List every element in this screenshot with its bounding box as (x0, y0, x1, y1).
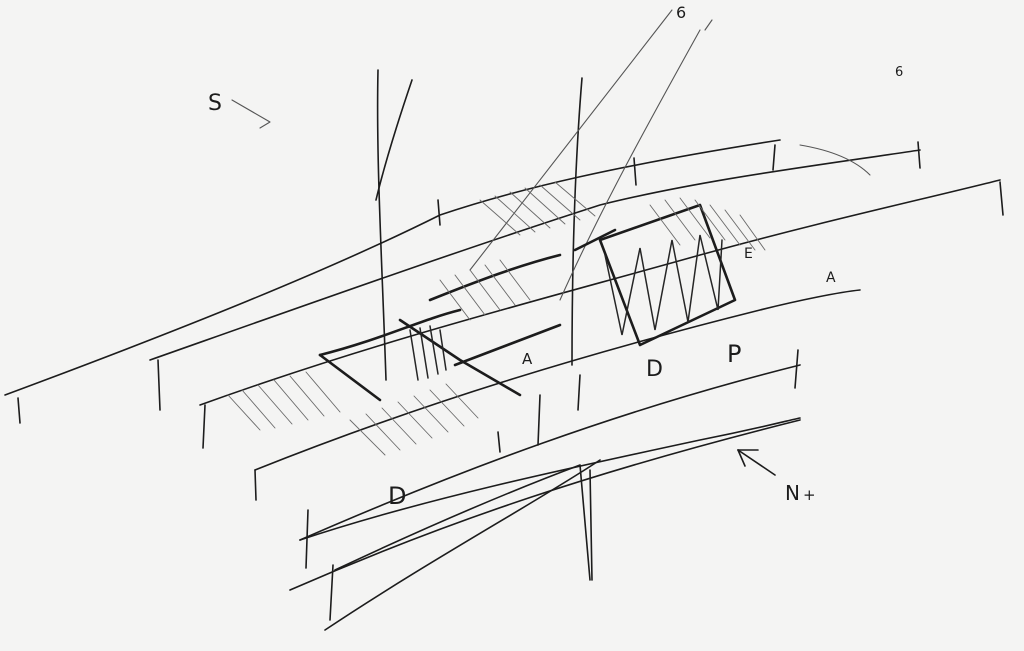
tick-top: 6 (676, 3, 686, 22)
post (497, 431, 501, 453)
zigzag-hatch (604, 234, 723, 336)
post (633, 157, 637, 186)
block-outline (453, 323, 562, 367)
north-suffix: + (803, 486, 816, 504)
post (305, 509, 309, 569)
shaded-block-center (398, 181, 596, 397)
rail-third (199, 179, 1001, 406)
post (537, 394, 541, 446)
tick-mark (704, 19, 713, 31)
rail-fourth (254, 289, 861, 471)
post (917, 141, 921, 169)
zone-a-left: A (522, 350, 533, 368)
rail-fifth (299, 364, 801, 541)
shaded-block-right (573, 197, 766, 347)
lower-sweep (299, 417, 801, 581)
vertical-line-center (571, 77, 583, 366)
south-marker: S (208, 91, 271, 129)
hatch-lines (409, 325, 447, 381)
sweep-box (334, 464, 591, 581)
rail-sixth (289, 419, 801, 591)
rail-curve-right (799, 144, 871, 176)
zone-d-mid: D (646, 357, 663, 382)
hatch-lines (227, 371, 479, 456)
rail-second (149, 149, 921, 361)
block-outline (318, 308, 462, 357)
vertical-line-left-b (375, 79, 413, 201)
post (157, 359, 161, 411)
south-label: S (208, 91, 222, 116)
zone-e: E (744, 246, 753, 262)
post (17, 397, 21, 424)
south-arrow (231, 99, 271, 129)
north-label: N (785, 481, 800, 505)
block-outline (398, 318, 522, 397)
post (202, 404, 206, 449)
rail-lines (4, 139, 1001, 631)
hatch-lines (439, 181, 596, 321)
post-ticks (17, 141, 1004, 621)
block-outline (573, 228, 617, 252)
block-outline (428, 253, 562, 302)
rail-bottom (324, 459, 601, 631)
hatch-lines (649, 197, 766, 251)
post (999, 181, 1004, 216)
sweep-curve (299, 417, 801, 541)
post (577, 374, 581, 411)
diagonal-line (469, 9, 673, 271)
block-outline (318, 353, 382, 402)
zone-a-right: A (826, 270, 836, 286)
post (772, 144, 776, 171)
construction-lines (375, 9, 701, 381)
post (329, 564, 334, 621)
post (794, 349, 799, 389)
shaded-block-left (227, 308, 479, 456)
north-arrow: N + (737, 449, 816, 505)
rail-top (4, 139, 781, 396)
vertical-line-left (376, 69, 387, 381)
zone-p: P (727, 340, 741, 368)
zone-d-lower: D (388, 482, 406, 510)
top-marks: 6 6 (676, 3, 903, 80)
arrow-shaft (737, 449, 776, 476)
post (437, 199, 441, 226)
diagonal-line-b (559, 29, 701, 301)
arrow-head (737, 449, 746, 467)
post (254, 469, 257, 501)
tick-topright: 6 (895, 65, 903, 80)
post (589, 469, 593, 581)
zone-labels: D D P A A E (388, 246, 836, 510)
